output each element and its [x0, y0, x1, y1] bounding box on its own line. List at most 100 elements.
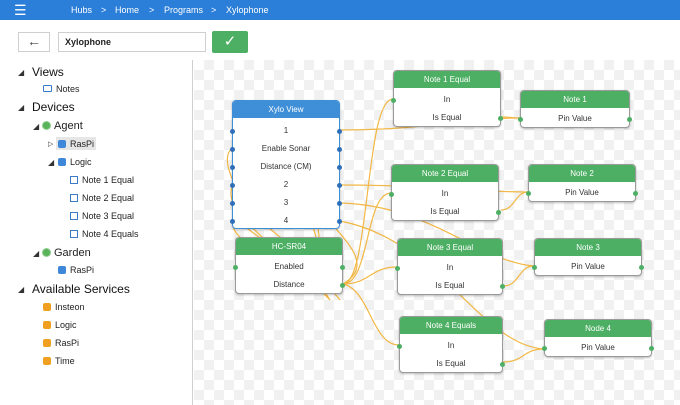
port-dot[interactable]: [526, 191, 531, 196]
tree-garden[interactable]: Garden: [43, 246, 91, 260]
node-title: Note 3 Equal: [398, 239, 502, 256]
tree-service-label: RasPi: [55, 338, 80, 348]
port-dot[interactable]: [337, 201, 342, 206]
tree-devices[interactable]: Devices: [32, 100, 75, 114]
tree-service[interactable]: Logic: [43, 319, 77, 331]
node-hc-sr04[interactable]: HC-SR04 Enabled Distance: [233, 237, 345, 294]
tree-garden-label: Garden: [54, 247, 91, 259]
port-dot[interactable]: [340, 283, 345, 288]
expand-caret-icon[interactable]: ◢: [33, 122, 40, 131]
tree-service-label: Logic: [55, 320, 77, 330]
program-name-input[interactable]: [58, 32, 206, 52]
breadcrumb-hubs[interactable]: Hubs: [71, 5, 93, 15]
node-note-3[interactable]: Note 3 Pin Value: [532, 238, 644, 276]
tree-logic-label: Logic: [70, 157, 92, 167]
node-title: HC-SR04: [236, 238, 342, 255]
node-node-4[interactable]: Node 4 Pin Value: [542, 319, 654, 357]
expand-caret-icon[interactable]: ◢: [18, 103, 25, 112]
device-icon: [58, 265, 66, 274]
node-note-4-equals[interactable]: Note 4 Equals In Is Equal: [397, 316, 505, 373]
save-button[interactable]: ✓: [212, 31, 248, 53]
selected-row-highlight: [56, 137, 96, 150]
service-icon: [43, 320, 51, 329]
tree-notes-label: Notes: [56, 84, 80, 94]
tree-logic-item[interactable]: Note 4 Equals: [70, 228, 139, 240]
port-dot[interactable]: [395, 266, 400, 271]
node-note-2-equal[interactable]: Note 2 Equal In Is Equal: [389, 164, 501, 221]
port-dot[interactable]: [337, 165, 342, 170]
port-dot[interactable]: [230, 147, 235, 152]
port-dot[interactable]: [639, 265, 644, 270]
node-note-1-equal[interactable]: Note 1 Equal In Is Equal: [391, 70, 503, 127]
expand-caret-icon[interactable]: ◢: [18, 68, 25, 77]
port-dot[interactable]: [389, 192, 394, 197]
breadcrumb-home[interactable]: Home: [115, 5, 140, 15]
port-dot[interactable]: [496, 210, 501, 215]
port-dot[interactable]: [230, 129, 235, 134]
back-button[interactable]: ←: [18, 32, 50, 52]
tree-logic-item[interactable]: Note 2 Equal: [70, 192, 134, 204]
service-icon: [43, 338, 51, 347]
sidebar-tree: ◢ Views Notes ◢ Devices ◢ Agent ▷ RasPi …: [0, 60, 193, 405]
port-dot[interactable]: [397, 344, 402, 349]
tree-available-services[interactable]: Available Services: [32, 282, 130, 296]
service-icon: [43, 302, 51, 311]
port-dot[interactable]: [518, 117, 523, 122]
port-dot[interactable]: [391, 98, 396, 103]
port-dot[interactable]: [337, 183, 342, 188]
port-label: In: [447, 341, 455, 350]
device-icon: [58, 157, 66, 166]
expand-caret-icon[interactable]: ◢: [18, 285, 25, 294]
port-label: In: [446, 263, 454, 272]
tree-logic-item[interactable]: Note 3 Equal: [70, 210, 134, 222]
tree-logic-item[interactable]: Note 1 Equal: [70, 174, 134, 186]
collapse-caret-icon[interactable]: ▷: [48, 141, 54, 148]
tree-service[interactable]: RasPi: [43, 337, 79, 349]
port-dot[interactable]: [230, 201, 235, 206]
port-dot[interactable]: [230, 219, 235, 224]
gear-icon: [43, 121, 50, 129]
port-dot[interactable]: [649, 346, 654, 351]
port-dot[interactable]: [337, 219, 342, 224]
port-label: Is Equal: [436, 359, 466, 368]
tree-garden-raspi[interactable]: RasPi: [58, 264, 94, 276]
node-note-2[interactable]: Note 2 Pin Value: [526, 164, 638, 202]
port-label: 1: [283, 126, 289, 135]
port-label: Enable Sonar: [261, 144, 311, 153]
port-dot[interactable]: [500, 362, 505, 367]
node-note-1[interactable]: Note 1 Pin Value: [518, 90, 632, 128]
port-label: Pin Value: [558, 114, 592, 123]
port-label: Distance: [273, 280, 305, 289]
hamburger-icon[interactable]: ☰: [14, 2, 27, 18]
tree-service[interactable]: Time: [43, 355, 75, 367]
node-title: Note 4 Equals: [400, 317, 502, 334]
expand-caret-icon[interactable]: ◢: [48, 158, 55, 167]
port-dot[interactable]: [230, 165, 235, 170]
tree-agent[interactable]: Agent: [43, 119, 83, 133]
node-title: Note 1 Equal: [394, 71, 500, 88]
expand-caret-icon[interactable]: ◢: [33, 249, 40, 258]
port-dot[interactable]: [230, 183, 235, 188]
port-dot[interactable]: [233, 265, 238, 270]
tree-service[interactable]: Insteon: [43, 301, 85, 313]
port-dot[interactable]: [337, 129, 342, 134]
port-label: In: [441, 189, 449, 198]
tree-views[interactable]: Views: [32, 65, 64, 79]
port-dot[interactable]: [627, 117, 632, 122]
port-dot[interactable]: [532, 265, 537, 270]
node-note-3-equal[interactable]: Note 3 Equal In Is Equal: [395, 238, 505, 295]
port-dot[interactable]: [337, 147, 342, 152]
port-dot[interactable]: [498, 116, 503, 121]
device-icon: [58, 139, 66, 148]
breadcrumb-programs[interactable]: Programs: [164, 5, 204, 15]
port-dot[interactable]: [633, 191, 638, 196]
tree-notes[interactable]: Notes: [43, 83, 80, 95]
node-title: Note 2 Equal: [392, 165, 498, 182]
port-dot[interactable]: [500, 284, 505, 289]
tree-agent-raspi[interactable]: RasPi: [58, 138, 94, 150]
checkmark-icon: ✓: [223, 33, 237, 50]
node-xylo-view[interactable]: Xylo View 1 Enable Sonar Distance (CM) 2…: [230, 100, 342, 229]
port-dot[interactable]: [542, 346, 547, 351]
port-dot[interactable]: [340, 265, 345, 270]
tree-logic[interactable]: Logic: [58, 156, 92, 168]
